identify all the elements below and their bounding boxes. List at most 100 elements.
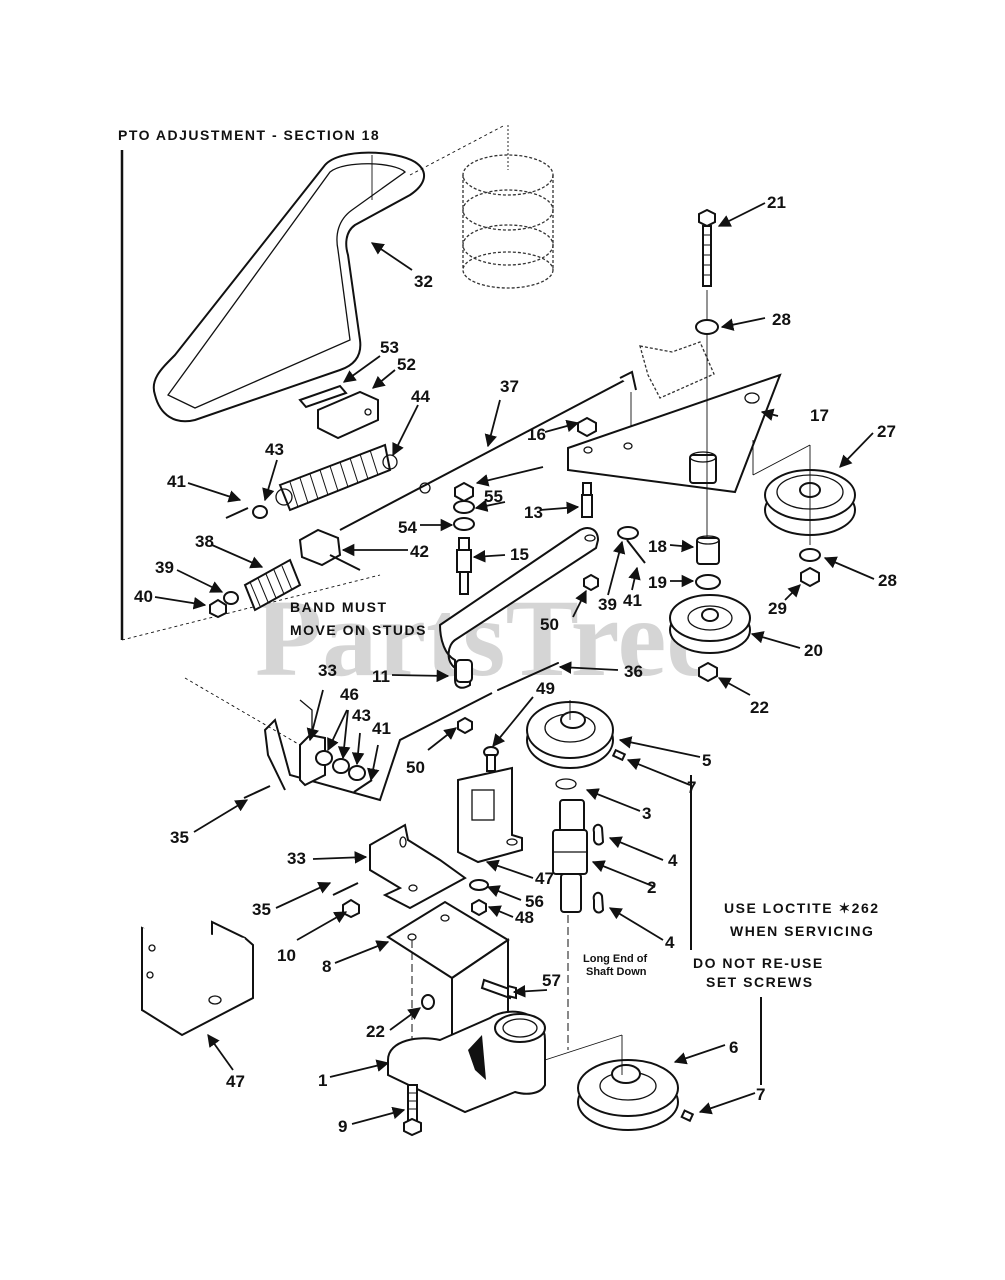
bolt-9[interactable] xyxy=(403,1084,422,1137)
callout-47-lower[interactable]: 47 xyxy=(226,1072,245,1091)
callout-41-lower[interactable]: 41 xyxy=(372,719,391,738)
spacer-18[interactable] xyxy=(696,535,720,565)
bracket-47-upper[interactable] xyxy=(457,766,523,864)
washers-46[interactable] xyxy=(315,750,350,774)
callout-43[interactable]: 43 xyxy=(265,440,284,459)
trunnion-42[interactable] xyxy=(298,528,361,571)
callout-13[interactable]: 13 xyxy=(524,503,543,522)
callout-54[interactable]: 54 xyxy=(398,518,417,537)
bracket-33-lower[interactable] xyxy=(369,823,467,910)
callout-4-upper[interactable]: 4 xyxy=(668,851,678,870)
callout-41-right[interactable]: 41 xyxy=(623,591,642,610)
nut-22-lower[interactable] xyxy=(421,994,435,1010)
callout-49[interactable]: 49 xyxy=(536,679,555,698)
callout-50[interactable]: 50 xyxy=(540,615,559,634)
callout-42[interactable]: 42 xyxy=(410,542,429,561)
nut-10[interactable] xyxy=(342,898,360,919)
callout-46[interactable]: 46 xyxy=(340,685,359,704)
callout-1[interactable]: 1 xyxy=(318,1071,327,1090)
callout-2[interactable]: 2 xyxy=(647,878,656,897)
spacer-upper[interactable] xyxy=(689,451,717,484)
stud-15[interactable] xyxy=(456,537,472,595)
callout-38[interactable]: 38 xyxy=(195,532,214,551)
callout-28-lower[interactable]: 28 xyxy=(878,571,897,590)
callout-10[interactable]: 10 xyxy=(277,946,296,965)
callout-39[interactable]: 39 xyxy=(155,558,174,577)
callout-33-lower[interactable]: 33 xyxy=(287,849,306,868)
callout-37[interactable]: 37 xyxy=(500,377,519,396)
cotter-pin-41-lower[interactable] xyxy=(353,779,373,793)
bolt-49[interactable] xyxy=(483,746,499,772)
spring-36[interactable] xyxy=(497,662,559,691)
pto-rod-37[interactable] xyxy=(339,370,637,531)
callout-56[interactable]: 56 xyxy=(525,892,544,911)
callout-40[interactable]: 40 xyxy=(134,587,153,606)
cotter-pin-35-upper[interactable] xyxy=(243,785,271,799)
washer-56[interactable] xyxy=(469,879,489,891)
callout-36[interactable]: 36 xyxy=(624,662,643,681)
callout-52[interactable]: 52 xyxy=(397,355,416,374)
callout-3[interactable]: 3 xyxy=(642,804,651,823)
nut-16-left[interactable] xyxy=(454,481,474,503)
v-belt-32[interactable] xyxy=(152,124,506,423)
nut-48[interactable] xyxy=(471,898,487,917)
washer-28-upper[interactable] xyxy=(695,319,719,335)
washer-39-right[interactable] xyxy=(617,526,639,540)
washer-19[interactable] xyxy=(695,574,721,590)
callout-41[interactable]: 41 xyxy=(167,472,186,491)
washer-28-lower[interactable] xyxy=(799,548,821,562)
extension-spring-44[interactable] xyxy=(275,443,398,512)
callout-8[interactable]: 8 xyxy=(322,957,331,976)
callout-15[interactable]: 15 xyxy=(510,545,529,564)
callout-16-right[interactable]: 16 xyxy=(527,425,546,444)
callout-57[interactable]: 57 xyxy=(542,971,561,990)
washer-39-left[interactable] xyxy=(223,591,239,605)
callout-7-lower[interactable]: 7 xyxy=(756,1085,765,1104)
nut-50-lower[interactable] xyxy=(457,716,473,735)
shaft-2[interactable] xyxy=(552,799,588,913)
callout-18[interactable]: 18 xyxy=(648,537,667,556)
callout-6[interactable]: 6 xyxy=(729,1038,738,1057)
retaining-ring-3[interactable] xyxy=(555,778,577,790)
bearing-housing-1[interactable] xyxy=(387,1010,546,1114)
callout-35-lower[interactable]: 35 xyxy=(252,900,271,919)
washer-54[interactable] xyxy=(453,517,475,531)
brake-band-arm-11[interactable] xyxy=(438,527,600,689)
set-screw-7-upper[interactable] xyxy=(611,748,627,762)
callout-53[interactable]: 53 xyxy=(380,338,399,357)
callout-32[interactable]: 32 xyxy=(414,272,433,291)
callout-7-upper[interactable]: 7 xyxy=(687,778,696,797)
nut-40[interactable] xyxy=(209,598,227,619)
callout-9[interactable]: 9 xyxy=(338,1117,347,1136)
callout-20[interactable]: 20 xyxy=(804,641,823,660)
callout-47-upper[interactable]: 47 xyxy=(535,869,554,888)
washer-55[interactable] xyxy=(453,500,475,514)
callout-27[interactable]: 27 xyxy=(877,422,896,441)
callout-55[interactable]: 55 xyxy=(484,487,503,506)
pulley-6[interactable] xyxy=(544,1034,679,1131)
callout-22-upper[interactable]: 22 xyxy=(750,698,769,717)
callout-19[interactable]: 19 xyxy=(648,573,667,592)
belt-guide-bracket-52[interactable] xyxy=(317,390,379,440)
callout-35-upper[interactable]: 35 xyxy=(170,828,189,847)
nut-22-upper[interactable] xyxy=(698,661,718,683)
callout-33-upper[interactable]: 33 xyxy=(318,661,337,680)
callout-43-lower[interactable]: 43 xyxy=(352,706,371,725)
nut-50-upper[interactable] xyxy=(583,573,599,592)
stud-13[interactable] xyxy=(581,482,593,518)
washer-43-lower[interactable] xyxy=(348,765,366,781)
washer-43-upper[interactable] xyxy=(252,505,268,519)
callout-11[interactable]: 11 xyxy=(372,667,390,686)
nut-29[interactable] xyxy=(800,566,820,588)
callout-39-right[interactable]: 39 xyxy=(598,595,617,614)
callout-28-upper[interactable]: 28 xyxy=(772,310,791,329)
callout-48[interactable]: 48 xyxy=(515,908,534,927)
cotter-pin-35-lower[interactable] xyxy=(332,882,359,896)
cotter-pin-41-upper[interactable] xyxy=(225,507,249,519)
bolt-21[interactable] xyxy=(698,208,716,287)
key-4-upper[interactable] xyxy=(592,823,605,846)
compression-spring-38[interactable] xyxy=(243,558,302,612)
callout-21[interactable]: 21 xyxy=(767,193,786,212)
set-screw-7-lower[interactable] xyxy=(680,1109,695,1123)
callout-17[interactable]: 17 xyxy=(810,406,829,425)
